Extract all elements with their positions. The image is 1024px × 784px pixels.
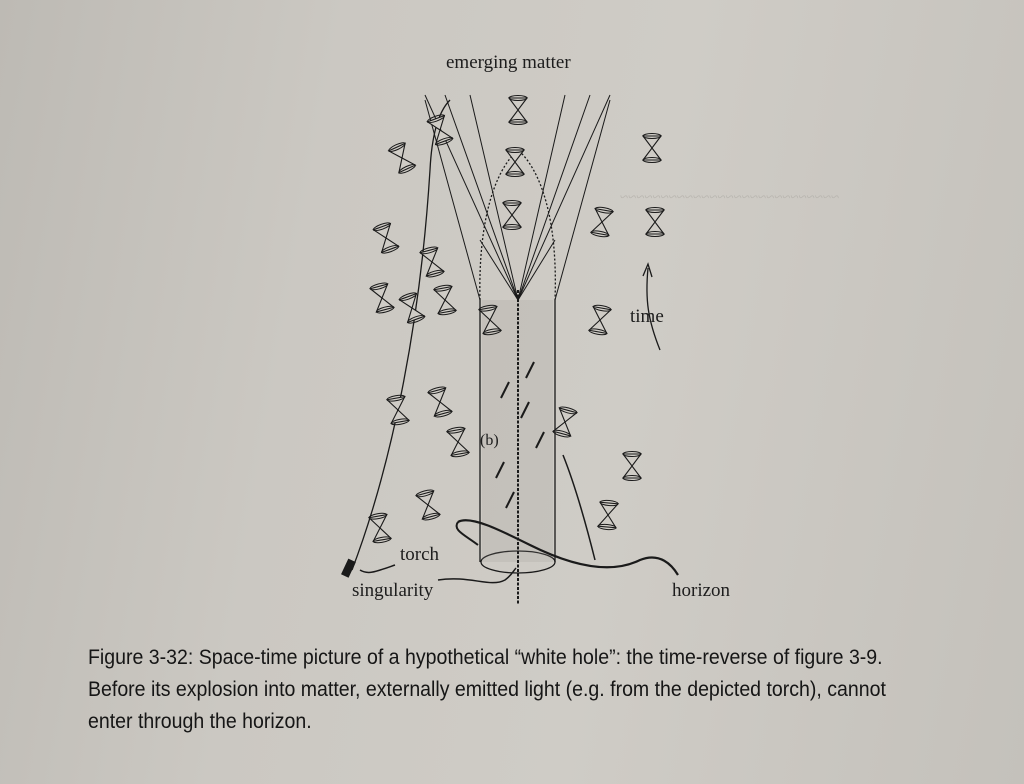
light-cone-icon — [398, 292, 426, 324]
light-cone-icon — [385, 394, 411, 426]
torch-icon — [341, 558, 356, 578]
particle-mark — [495, 461, 505, 479]
label-emerging-matter: emerging matter — [446, 52, 571, 73]
time-arrow — [646, 267, 661, 351]
light-cone-icon — [387, 142, 417, 174]
light-cone-icon — [426, 114, 454, 146]
horizon-lens — [479, 149, 556, 301]
light-cone-icon — [445, 426, 471, 458]
light-cone-icon — [432, 284, 458, 316]
label-time: time — [630, 306, 664, 327]
light-cone-icon — [589, 206, 615, 238]
light-cone-icon — [372, 222, 400, 254]
light-cone-icon — [587, 304, 613, 336]
light-cone-icon — [367, 512, 393, 544]
particle-mark — [505, 491, 515, 509]
light-cone-icon — [596, 499, 620, 531]
light-cone-icon — [504, 147, 526, 177]
particle-mark — [535, 431, 545, 449]
light-cone-icon — [368, 282, 396, 314]
matter-fan-lines — [424, 94, 611, 301]
label-event-b: (b) — [480, 432, 499, 449]
light-cone-icon — [621, 451, 643, 481]
label-singularity: singularity — [352, 580, 434, 601]
light-cone-icon — [644, 207, 666, 237]
particle-mark — [525, 361, 535, 379]
particle-mark — [500, 381, 510, 399]
light-cone-icon — [426, 386, 454, 418]
particle-mark — [520, 401, 530, 419]
light-cone-icon — [418, 246, 446, 278]
label-horizon: horizon — [672, 580, 731, 601]
light-cone-icon — [641, 133, 663, 163]
figure-caption: Figure 3-32: Space-time picture of a hyp… — [88, 646, 886, 733]
light-cone-icon — [414, 489, 442, 521]
label-torch: torch — [400, 544, 440, 565]
light-cone-icon — [501, 200, 523, 230]
light-cone-icon — [477, 304, 503, 336]
light-cone-icon — [507, 95, 529, 125]
light-cone-icon — [551, 406, 579, 438]
